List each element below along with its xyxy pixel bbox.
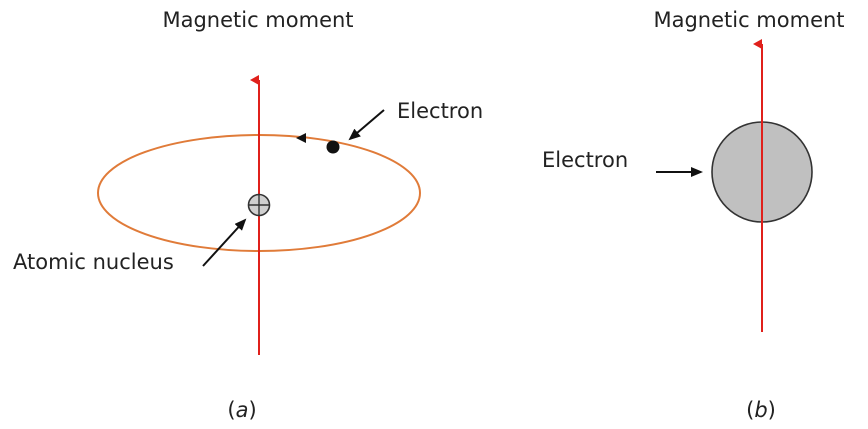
atomic-nucleus [247, 193, 271, 217]
orbit-direction-arrow [296, 133, 306, 143]
orbiting-electron [326, 140, 340, 154]
panel-b-title: Magnetic moment [653, 8, 844, 32]
panel-a-caption: (a) [227, 398, 256, 422]
panel-b: Magnetic moment Electron (b) [542, 8, 845, 422]
nucleus-pointer-arrow [202, 218, 247, 267]
electron-label-b: Electron [542, 148, 628, 172]
panel-a: Magnetic moment Electron Atomic nucleus … [13, 8, 483, 422]
panel-b-caption: (b) [746, 398, 776, 422]
nucleus-label: Atomic nucleus [13, 250, 174, 274]
electron-label-a: Electron [397, 99, 483, 123]
electron-pointer-arrow-a [348, 109, 385, 141]
panel-a-title: Magnetic moment [162, 8, 353, 32]
